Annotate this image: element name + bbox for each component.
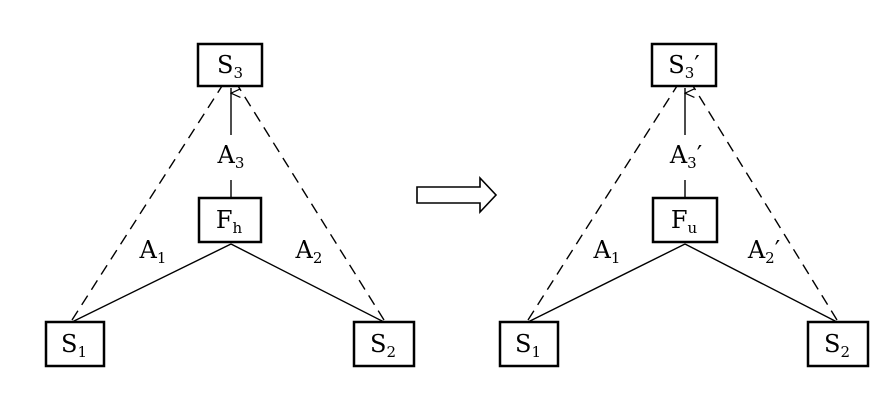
svg-text:Fh: Fh bbox=[216, 206, 243, 237]
left-node-top: S3 bbox=[196, 42, 264, 88]
left-node-bottom-right: S2 bbox=[352, 320, 416, 368]
svg-text:S3: S3 bbox=[217, 51, 243, 82]
right-edge-label-vertical: A3′ bbox=[669, 141, 702, 172]
right-node-bottom-left: S1 bbox=[498, 320, 560, 368]
left-dashed-edge-s1-s3 bbox=[71, 85, 223, 321]
left-edge-label-right: A2 bbox=[295, 236, 323, 267]
right-node-top: S3′ bbox=[650, 42, 718, 88]
left-edge-label-left: A1 bbox=[139, 236, 167, 267]
right-solid-edge-fu-s2 bbox=[684, 243, 838, 323]
svg-text:S2: S2 bbox=[824, 330, 850, 361]
right-edge-label-left: A1 bbox=[593, 236, 621, 267]
left-dashed-edge-s2-s3 bbox=[237, 85, 385, 321]
left-diagram: S3 Fh S1 S2 A3 A1 A2 bbox=[44, 42, 416, 368]
left-edge-label-vertical: A3 bbox=[217, 141, 245, 172]
right-node-bottom-right: S2 bbox=[806, 320, 870, 368]
right-dashed-edge-s1-s3 bbox=[527, 85, 678, 321]
right-edge-label-right: A2′ bbox=[747, 236, 780, 267]
right-dashed-edge-s2-s3 bbox=[692, 85, 838, 321]
right-diagram: S3′ Fu S1 S2 A3′ A1 A2′ bbox=[498, 42, 870, 368]
left-solid-edge-fh-s1 bbox=[71, 243, 232, 323]
left-solid-edge-fh-s2 bbox=[230, 243, 385, 323]
svg-text:S1: S1 bbox=[61, 330, 87, 361]
svg-text:Fu: Fu bbox=[671, 206, 698, 237]
svg-text:S3′: S3′ bbox=[668, 51, 699, 82]
right-solid-edge-fu-s1 bbox=[527, 243, 686, 323]
left-node-bottom-left: S1 bbox=[44, 320, 106, 368]
svg-text:S1: S1 bbox=[515, 330, 541, 361]
right-node-center: Fu bbox=[651, 196, 719, 244]
transform-arrow-icon bbox=[416, 175, 498, 215]
left-node-center: Fh bbox=[197, 196, 263, 244]
svg-text:S2: S2 bbox=[370, 330, 396, 361]
